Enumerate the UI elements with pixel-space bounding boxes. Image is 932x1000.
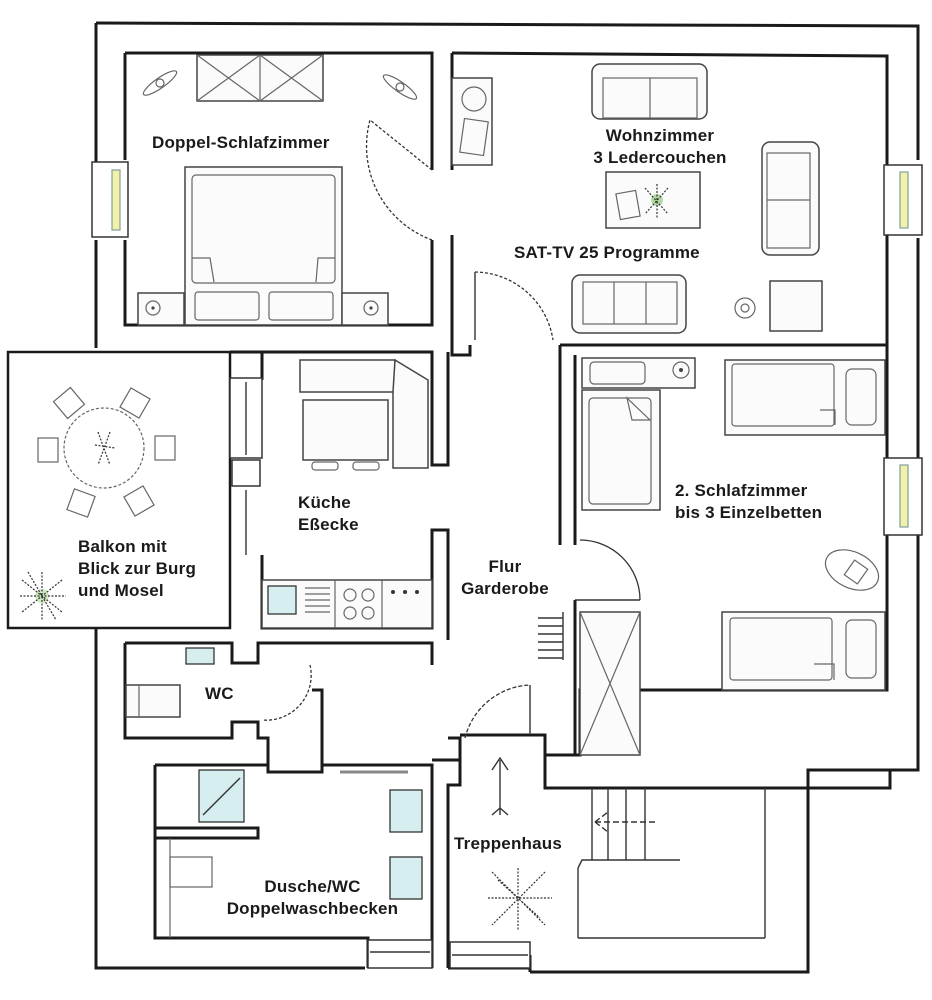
door-wohnzimmer[interactable] bbox=[474, 271, 554, 341]
lamp-icon bbox=[142, 70, 178, 96]
wohnzimmer-couches: 3 Ledercouchen bbox=[593, 148, 727, 167]
nightstand bbox=[137, 292, 185, 326]
plant-icon bbox=[488, 868, 552, 930]
room-label-doppel-schlafzimmer: Doppel-Schlafzimmer bbox=[152, 133, 330, 152]
outer-walls bbox=[94, 21, 920, 974]
kitchen-counter bbox=[261, 579, 433, 629]
room-label-wc: WC bbox=[205, 684, 234, 703]
balkon-line-3: und Mosel bbox=[78, 581, 164, 600]
coffee-table bbox=[605, 171, 701, 229]
kueche-line-1: Küche bbox=[298, 493, 351, 512]
bad-line-1: Dusche/WC bbox=[264, 877, 361, 896]
kitchen-walls bbox=[229, 350, 450, 640]
nightstand bbox=[341, 292, 389, 326]
stairwell bbox=[448, 684, 766, 972]
lamp-icon bbox=[382, 74, 418, 100]
room-label-balkon: Balkon mit Blick zur Burg und Mosel bbox=[78, 536, 196, 602]
wohnzimmer-tv-note: SAT-TV 25 Programme bbox=[514, 243, 700, 262]
window-east-living bbox=[883, 164, 923, 236]
balkon-line-1: Balkon mit bbox=[78, 537, 167, 556]
wohnzimmer-title: Wohnzimmer bbox=[605, 126, 715, 145]
schlafzimmer2-line-1: 2. Schlafzimmer bbox=[675, 481, 808, 500]
kueche-line-2: Eßecke bbox=[298, 515, 359, 534]
room-label-wohnzimmer: Wohnzimmer 3 Ledercouchen bbox=[560, 125, 760, 169]
couch-top bbox=[591, 63, 708, 120]
couch-right bbox=[761, 141, 820, 256]
door-doppel-schlafzimmer[interactable] bbox=[365, 118, 433, 241]
wardrobe bbox=[196, 54, 324, 102]
tv-stand bbox=[734, 280, 823, 332]
flur-line-1: Flur bbox=[488, 557, 522, 576]
door-pillar bbox=[231, 459, 261, 487]
schlafzimmer2-line-2: bis 3 Einzelbetten bbox=[675, 503, 823, 522]
balcony-outline bbox=[6, 350, 232, 630]
room-label-schlafzimmer-2: 2. Schlafzimmer bis 3 Einzelbetten bbox=[675, 480, 822, 524]
dining-table-round bbox=[37, 386, 176, 518]
double-bed bbox=[184, 166, 343, 326]
side-table-chair bbox=[451, 77, 493, 166]
window-east-bedroom2 bbox=[883, 457, 923, 536]
bedroom2-furniture bbox=[581, 357, 886, 691]
balkon-line-2: Blick zur Burg bbox=[78, 559, 197, 578]
room-label-kueche: Küche Eßecke bbox=[298, 492, 359, 536]
room-label-treppenhaus: Treppenhaus bbox=[454, 834, 563, 853]
corner-bench bbox=[299, 358, 429, 471]
flur-line-2: Garderobe bbox=[461, 579, 549, 598]
wardrobe-hall bbox=[579, 611, 641, 756]
room-label-bad: Dusche/WC Doppelwaschbecken bbox=[205, 876, 420, 920]
plant-icon bbox=[20, 571, 66, 621]
wc-walls bbox=[123, 641, 434, 774]
bathroom-window bbox=[367, 939, 433, 969]
couch-bottom bbox=[571, 274, 687, 334]
coat-rack-icon bbox=[538, 612, 564, 660]
bad-line-2: Doppelwaschbecken bbox=[226, 899, 399, 918]
room-label-flur: Flur Garderobe bbox=[450, 556, 560, 600]
door-bedroom2[interactable] bbox=[575, 539, 641, 601]
window-west-bedroom bbox=[91, 161, 129, 238]
bathroom-walls bbox=[153, 736, 462, 968]
